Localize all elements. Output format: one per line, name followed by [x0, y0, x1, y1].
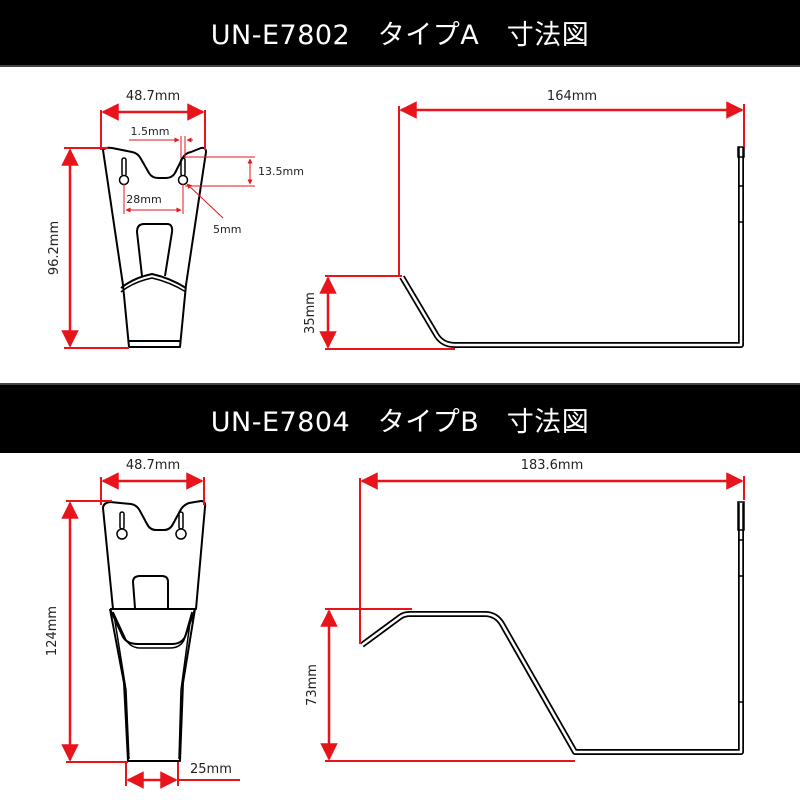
keyhole-slot-left-icon	[116, 511, 128, 540]
type-a-slot-length-label: 13.5mm	[258, 165, 304, 178]
type-b-side-view: 183.6mm 73mm	[305, 458, 745, 762]
type-a-depth-label: 164mm	[547, 89, 597, 104]
type-b-front-view: 48.7mm 124mm 25mm	[45, 458, 240, 789]
type-a-hole-diameter-label: 5mm	[213, 223, 241, 236]
section-b-title: UN-E7804 タイプB 寸法図	[210, 406, 590, 438]
type-b-width-label: 48.7mm	[126, 458, 180, 473]
type-b-hook-height-label: 73mm	[305, 664, 320, 706]
type-b-bottom-width-label: 25mm	[190, 762, 232, 777]
section-b-title-banner: UN-E7804 タイプB 寸法図	[0, 383, 800, 453]
keyhole-slot-left-icon	[118, 157, 130, 186]
type-b-height-label: 124mm	[45, 606, 60, 656]
type-a-width-label: 48.7mm	[126, 89, 180, 104]
section-a-title-banner: UN-E7802 タイプA 寸法図	[0, 0, 800, 67]
type-a-height-label: 96.2mm	[47, 221, 62, 275]
type-a-front-view: 48.7mm 96.2mm 1.5mm 13.5mm 28mm 5mm	[47, 89, 304, 349]
type-a-hook-height-label: 35mm	[303, 292, 318, 334]
type-a-hole-pitch-label: 28mm	[126, 193, 161, 206]
keyhole-slot-right-icon	[175, 511, 187, 540]
type-b-depth-label: 183.6mm	[521, 458, 584, 473]
type-a-side-view: 164mm 35mm	[303, 89, 745, 350]
section-a-title: UN-E7802 タイプA 寸法図	[210, 20, 590, 51]
type-a-slot-width-label: 1.5mm	[131, 125, 170, 138]
